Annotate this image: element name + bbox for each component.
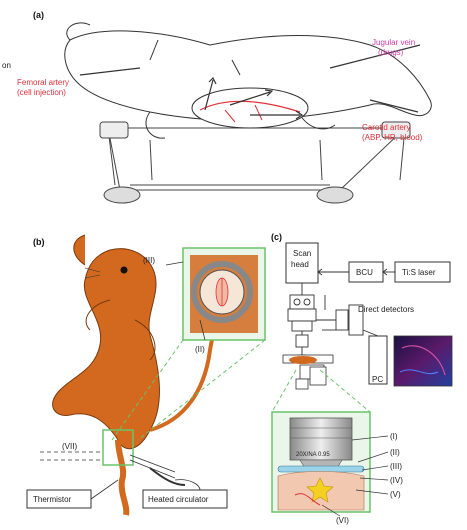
femoral-artery-label: Femoral artery xyxy=(17,78,69,87)
callout-c-ii: (II) xyxy=(390,448,400,457)
microscope-stack xyxy=(288,295,316,363)
carotid-artery-label: Carotid artery xyxy=(362,123,410,132)
panel-a-label: (a) xyxy=(33,10,44,20)
scan-head-label-1: Scan xyxy=(293,249,311,258)
panel-c-label: (c) xyxy=(271,232,282,242)
callout-c-i: (I) xyxy=(390,432,398,441)
bcu-label: BCU xyxy=(356,268,373,277)
heated-circulator-label: Heated circulator xyxy=(148,495,209,504)
callout-iii: (III) xyxy=(143,256,155,265)
jugular-vein-sublabel: (drugs) xyxy=(378,48,404,57)
fragment-text: on xyxy=(2,61,11,70)
carotid-artery-sublabel: (ABP, HR, blood) xyxy=(362,133,423,142)
tail-clamp xyxy=(40,452,185,485)
coverslip-ring xyxy=(278,466,364,472)
pc-label: PC xyxy=(372,375,383,384)
callout-ii: (II) xyxy=(195,345,205,354)
callout-c-iii: (III) xyxy=(390,462,402,471)
objective-text: 20X/NA 0.95 xyxy=(296,452,330,458)
callout-c-vi: (VI) xyxy=(336,516,349,525)
direct-detectors xyxy=(316,295,363,335)
jugular-vein-label: Jugular vein xyxy=(372,38,415,47)
panel-c: (c) Scan head BCU Ti:S laser xyxy=(271,232,452,525)
thermistor-label: Thermistor xyxy=(33,495,72,504)
objective-inset: 20X/NA 0.95 xyxy=(272,412,370,512)
femoral-artery-sublabel: (cell injection) xyxy=(17,88,66,97)
microscope-stage xyxy=(283,355,333,389)
callout-c-v: (V) xyxy=(390,490,401,499)
panel-b-label: (b) xyxy=(33,237,45,247)
callout-c-iv: (IV) xyxy=(390,476,403,485)
laser-label: Ti:S laser xyxy=(402,268,436,277)
callout-vii: (VII) xyxy=(62,442,77,451)
scan-head-label-2: head xyxy=(291,260,309,269)
panel-b: (b) (III) (II) xyxy=(27,235,265,515)
direct-detectors-label: Direct detectors xyxy=(358,305,414,314)
cranial-window-inset xyxy=(183,248,265,340)
panel-a: (a) xyxy=(17,10,431,203)
acquired-image-display xyxy=(394,336,452,386)
